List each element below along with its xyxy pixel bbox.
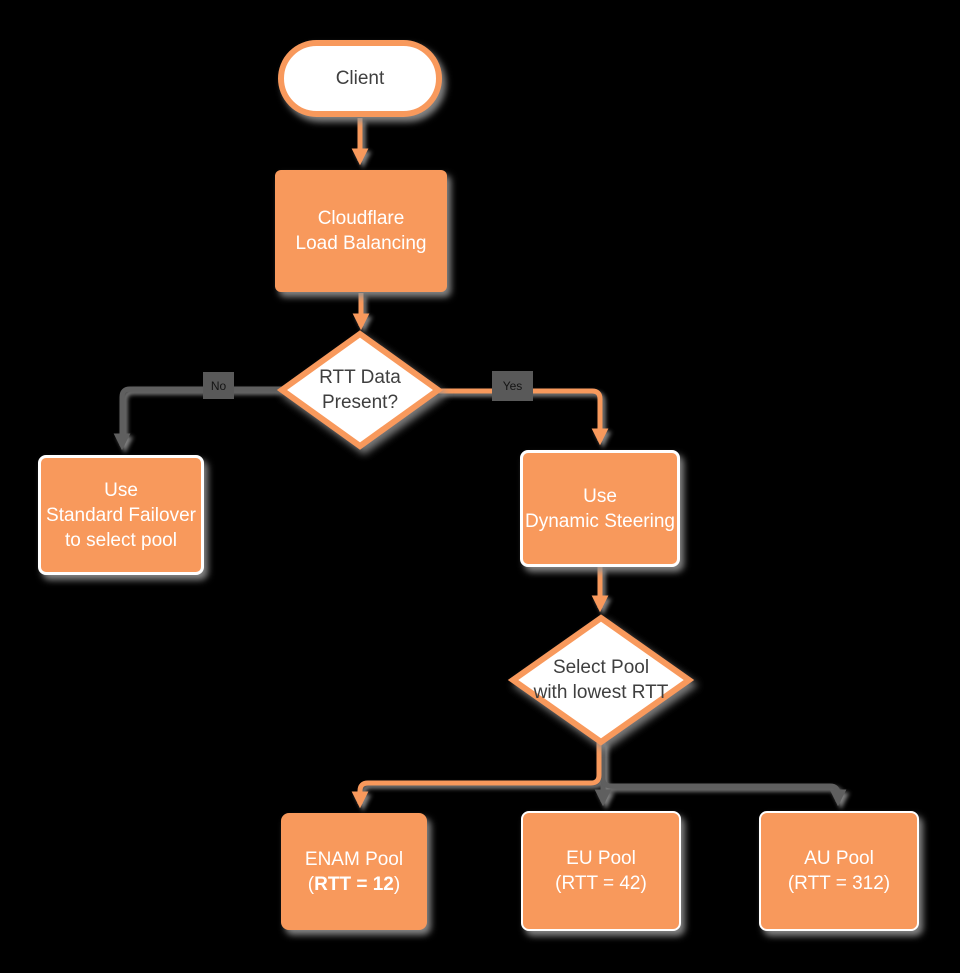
edge-label-yes: Yes [492,371,533,401]
connector-to-au-pool [600,741,847,807]
enam-paren-close: ) [393,873,401,895]
decision-select-pool: Select Pool with lowest RTT [505,608,697,752]
decision-rtt-data: RTT Data Present? [270,324,450,456]
node-dynamic-steering: Use Dynamic Steering [520,450,680,567]
node-client-label: Client [335,68,385,89]
enam-rtt-bold: RTT = 12 [314,873,394,895]
node-load-balancing-line1: Cloudflare [317,208,405,229]
decision-select-pool-line2: with lowest RTT [533,682,669,703]
edge-label-no-text: No [210,378,227,393]
connector-to-enam-pool [351,741,602,809]
node-enam-pool-line2: (RTT = 12) [308,872,400,897]
node-load-balancing: Cloudflare Load Balancing [275,170,447,292]
decision-select-pool-line1: Select Pool [552,657,650,678]
node-standard-failover-line3: to select pool [65,529,177,551]
node-dynamic-steering-line1: Use [583,485,617,507]
node-dynamic-steering-line2: Dynamic Steering [525,510,675,532]
decision-rtt-data-label: RTT Data Present? [270,324,450,456]
node-eu-pool-line2: (RTT = 42) [555,873,647,894]
node-load-balancing-line2: Load Balancing [295,233,427,254]
edge-label-no: No [203,372,234,399]
node-standard-failover-line1: Use [104,479,138,501]
decision-rtt-data-line2: Present? [321,392,399,413]
node-au-pool-line1: AU Pool [804,848,874,869]
decision-select-pool-shape [507,614,695,746]
node-client: Client [278,40,442,117]
node-au-pool-line2: (RTT = 312) [787,873,891,894]
diamond-shape [276,330,444,450]
edge-label-yes-text: Yes [502,379,523,393]
node-standard-failover: Use Standard Failover to select pool [38,455,204,575]
node-enam-pool: ENAM Pool (RTT = 12) [281,813,427,930]
decision-rtt-data-shape [276,330,444,450]
decision-select-pool-label: Select Pool with lowest RTT [505,608,697,752]
node-eu-pool: EU Pool (RTT = 42) [521,811,681,931]
node-eu-pool-line1: EU Pool [566,848,636,869]
diamond-shape [507,614,695,746]
node-standard-failover-line2: Standard Failover [46,504,196,526]
node-au-pool: AU Pool (RTT = 312) [759,811,919,931]
decision-rtt-data-line1: RTT Data [319,367,401,388]
connector-yes-branch [437,388,609,446]
enam-paren-open: ( [307,873,315,895]
node-enam-pool-line1: ENAM Pool [304,848,404,870]
connector-no-branch [113,386,283,451]
